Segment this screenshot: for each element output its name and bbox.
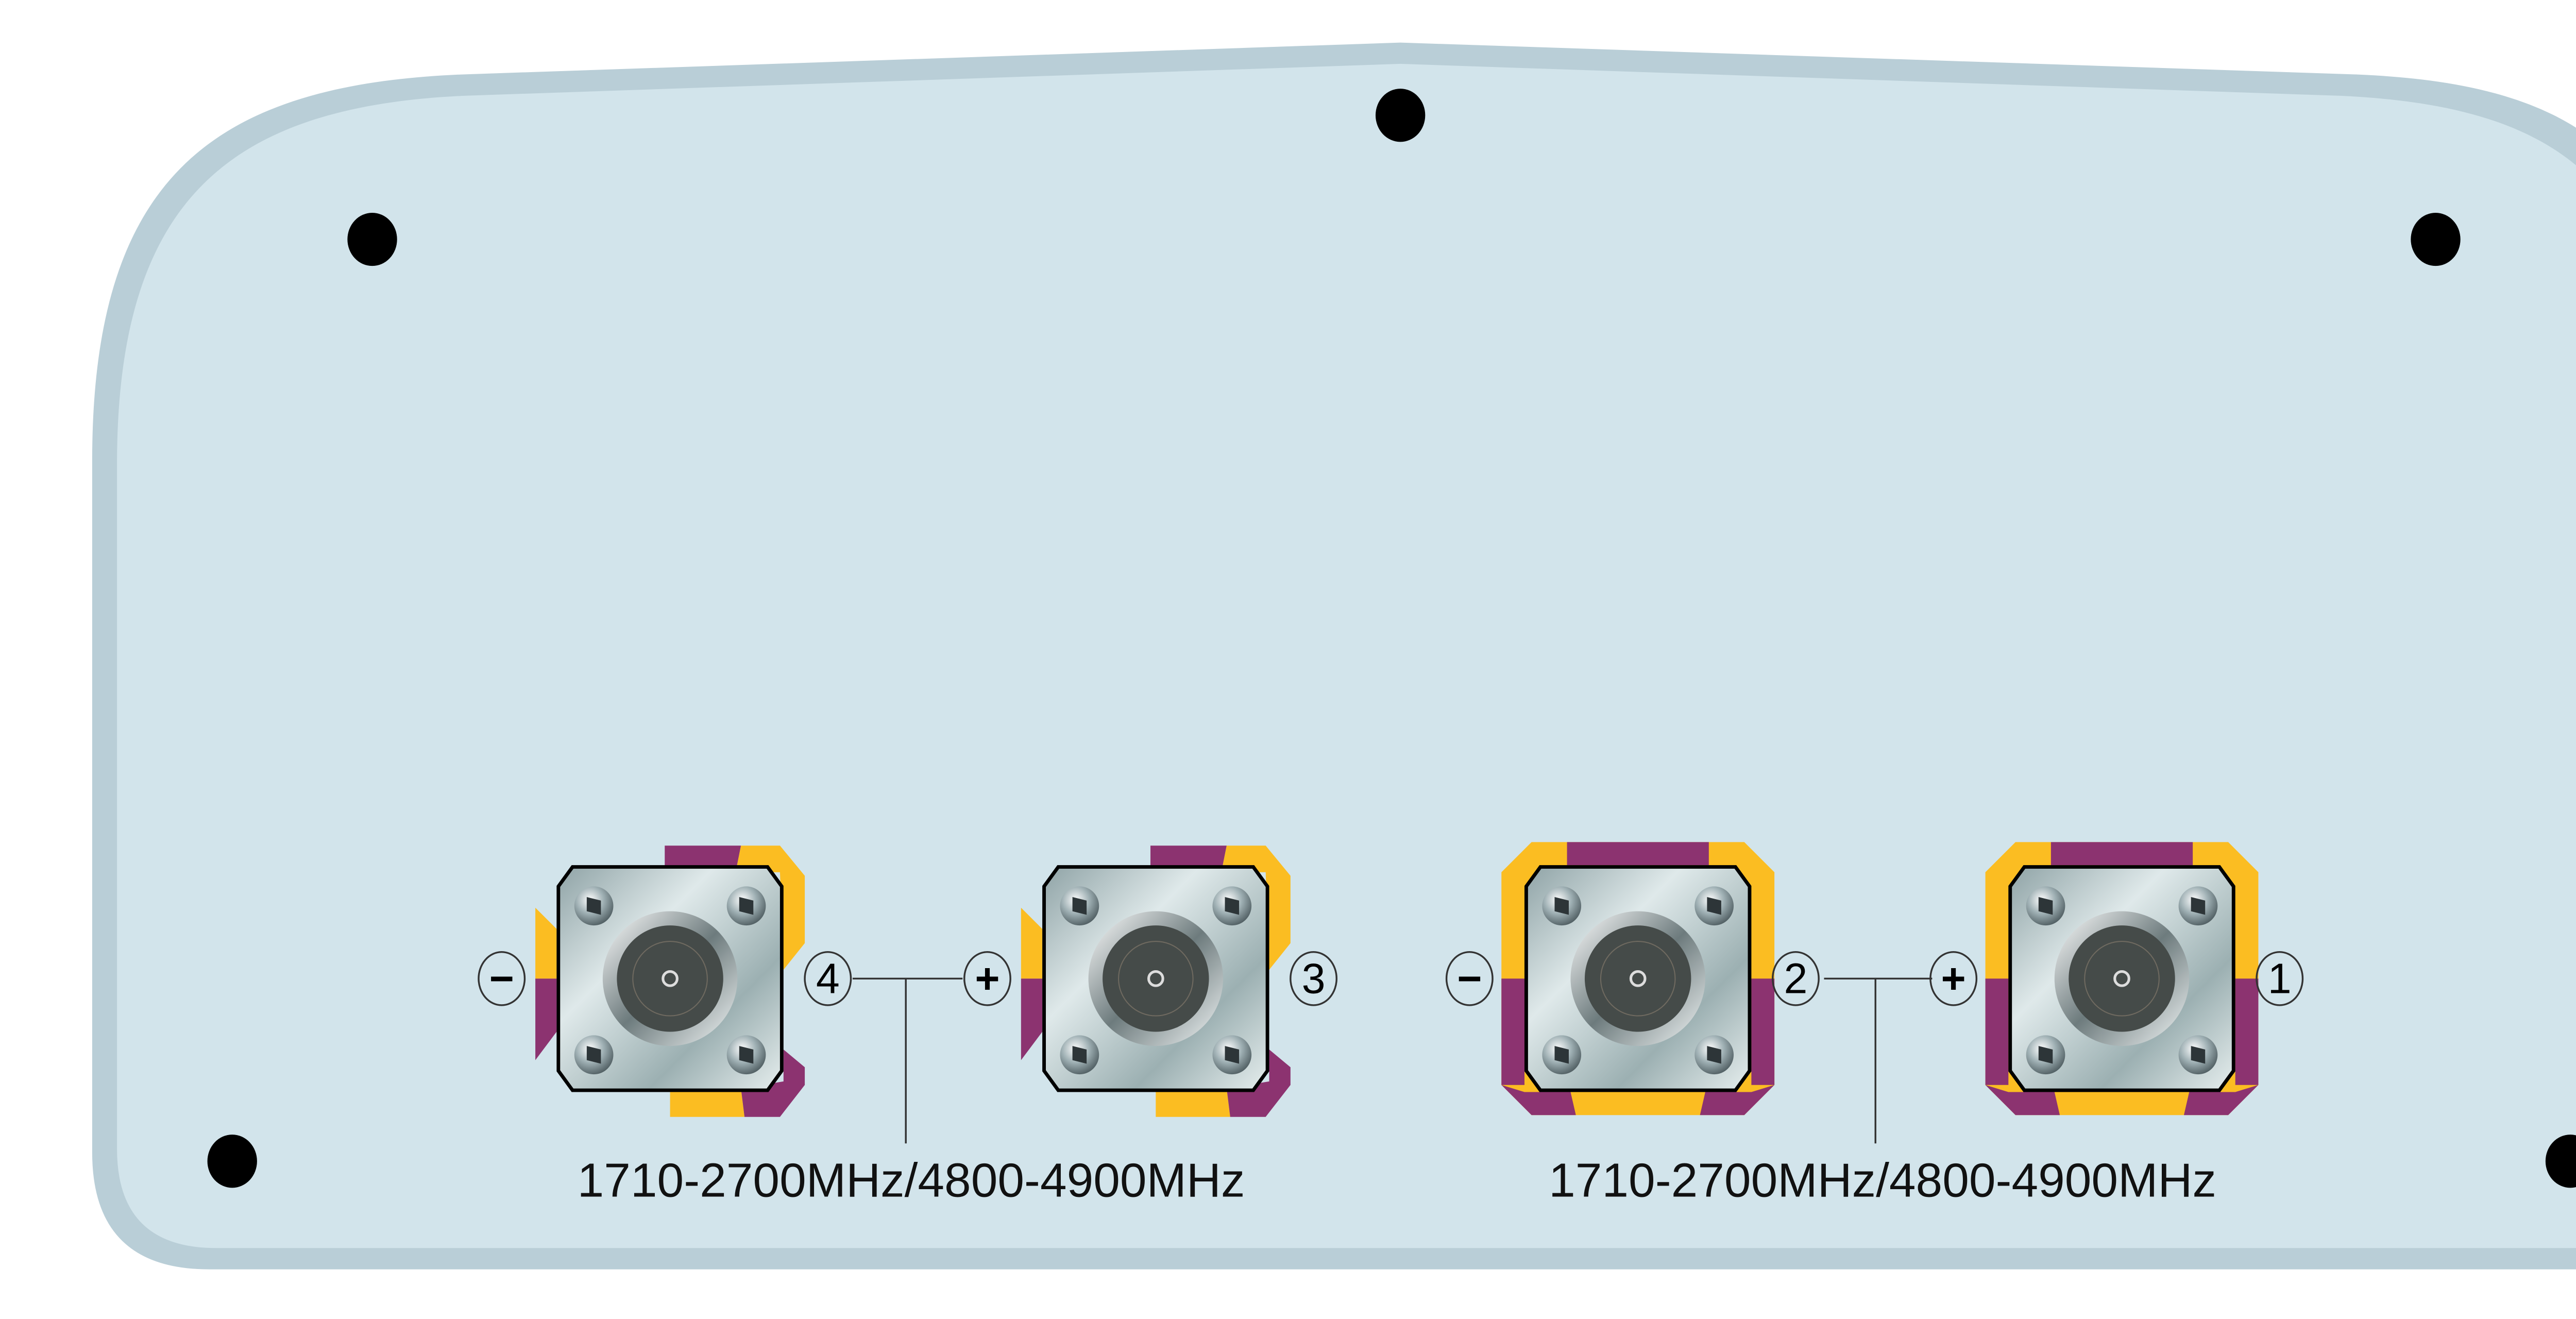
mounting-holes <box>207 89 2576 1188</box>
polarity-badge: − <box>478 951 526 1006</box>
connector-port-2: −2 <box>1445 842 1820 1115</box>
port-number: 4 <box>816 955 840 1002</box>
polarity-label: − <box>1457 955 1482 1002</box>
connection-lines <box>852 977 1933 1144</box>
polarity-label: − <box>489 955 514 1002</box>
port-number-badge: 3 <box>1290 951 1337 1006</box>
port-number: 1 <box>2268 955 2292 1002</box>
connector-port-3: +3 <box>963 845 1337 1117</box>
center-pin <box>1629 970 1647 987</box>
mounting-hole <box>2411 212 2461 266</box>
port-number: 3 <box>1302 955 1326 1002</box>
polarity-badge: − <box>1445 951 1494 1006</box>
polarity-badge: + <box>963 951 1011 1006</box>
polarity-label: + <box>1941 955 1966 1002</box>
connector-port-1: +1 <box>1929 842 2304 1115</box>
mounting-hole <box>1375 89 1426 142</box>
polarity-label: + <box>975 955 999 1002</box>
center-pin <box>2113 970 2130 987</box>
connector-port-4: −4 <box>478 845 852 1117</box>
port-number-badge: 4 <box>804 951 852 1006</box>
port-number-badge: 2 <box>1771 951 1820 1006</box>
band-label-ports-3-4: 1710-2700MHz/4800-4900MHz <box>578 1154 1245 1207</box>
center-pin <box>1147 970 1164 987</box>
band-label-ports-1-2: 1710-2700MHz/4800-4900MHz <box>1549 1154 2216 1207</box>
mounting-hole <box>2545 1135 2576 1188</box>
port-number-badge: 1 <box>2256 951 2304 1006</box>
port-number: 2 <box>1784 955 1807 1002</box>
center-pin <box>662 970 679 987</box>
mounting-hole <box>347 212 397 266</box>
mounting-hole <box>207 1135 257 1188</box>
